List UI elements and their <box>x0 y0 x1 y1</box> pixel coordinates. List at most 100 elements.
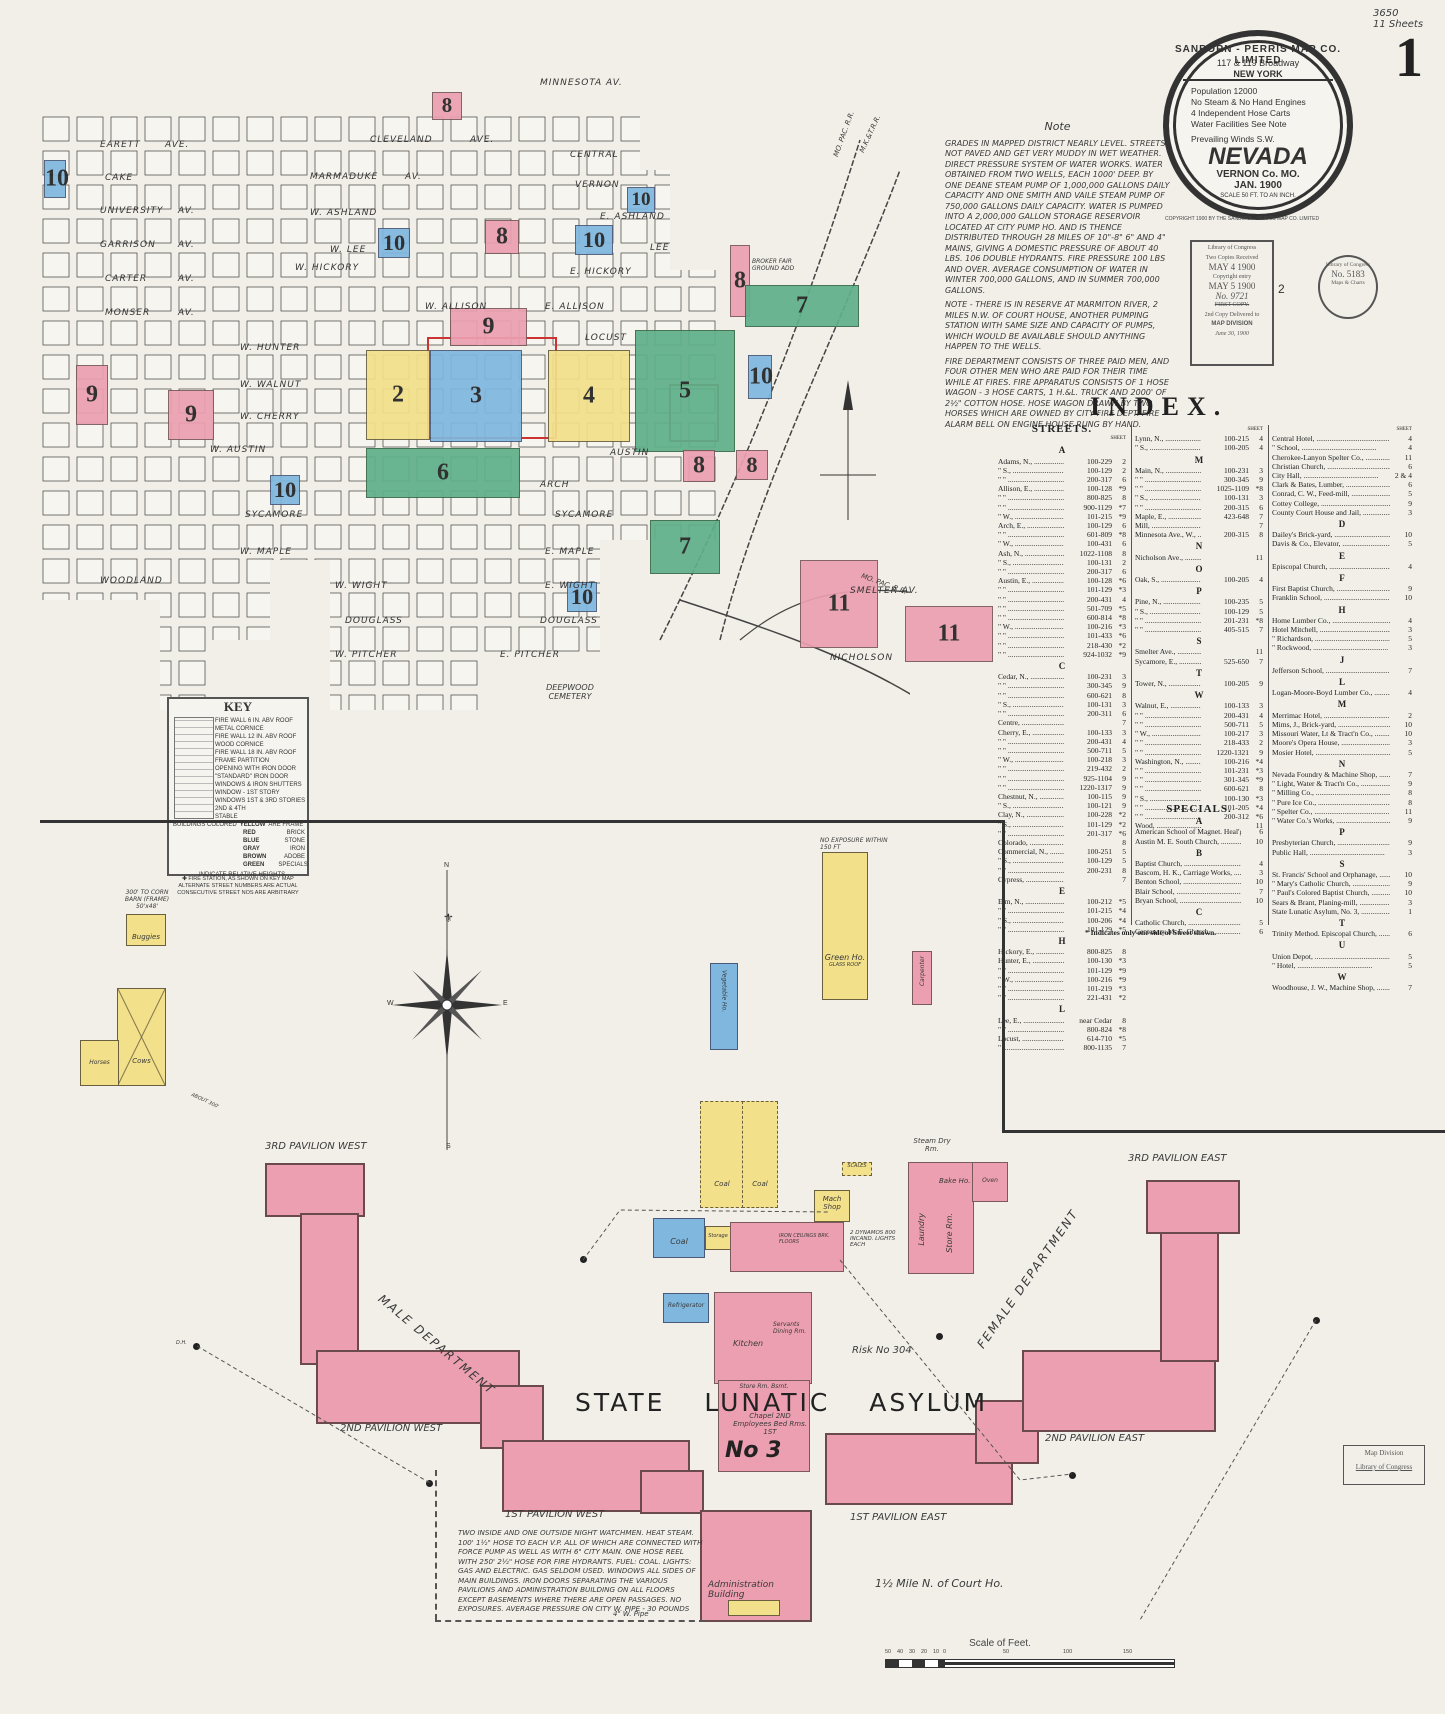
entry-sheet: 3 <box>1408 643 1412 653</box>
sheet-block-8[interactable]: 8 <box>683 450 715 482</box>
entry-sheet: 1 <box>1408 906 1412 916</box>
entry-sheet: 3 <box>1259 465 1263 475</box>
sheet-block-10[interactable]: 10 <box>270 475 300 505</box>
entry-sheet: 8 <box>1259 530 1263 540</box>
sheet-block-8[interactable]: 8 <box>736 450 768 480</box>
index-entry: " Milling Co., .........................… <box>1272 788 1412 797</box>
entry-sheet: 4 <box>1259 434 1263 444</box>
sheet-block-7[interactable]: 7 <box>650 520 720 574</box>
stamp-line: Library of Congress <box>1355 1463 1413 1471</box>
index-entry: Trinity Method. Episcopal Church, ......… <box>1272 929 1412 938</box>
entry-name: Cherokee-Lanyon Spelter Co., ...........… <box>1272 452 1390 462</box>
entry-sheet: 5 <box>1408 747 1412 757</box>
index-letter: F <box>1339 573 1345 584</box>
building-label: Buggies <box>131 933 161 941</box>
sheet-block-9[interactable]: 9 <box>450 308 527 346</box>
entry-name: " School, ..............................… <box>1272 443 1377 453</box>
sheet-block-9[interactable]: 9 <box>76 365 108 425</box>
sheet-block-8[interactable]: 8 <box>485 220 519 254</box>
index-entry: " " ....................................… <box>1135 738 1263 747</box>
entry-name: " " ....................................… <box>998 773 1064 783</box>
entry-range: 200-431 <box>1087 594 1112 604</box>
sheet-block-10[interactable]: 10 <box>748 355 773 399</box>
entry-range: 300-345 <box>1224 475 1249 485</box>
entry-sheet: 5 <box>1122 856 1126 866</box>
entry-name: State Lunatic Asylum, No. 3, ...........… <box>1272 906 1390 916</box>
sheet-block-10[interactable]: 10 <box>44 160 69 198</box>
street-label: AV. <box>405 172 422 182</box>
sheet-block-2[interactable]: 2 <box>366 350 430 440</box>
entry-range: 200-317 <box>1087 475 1112 485</box>
stamp-line: MAP DIVISION <box>1211 321 1253 327</box>
publisher-arc: SANBORN - PERRIS MAP CO. LIMITED <box>1174 44 1342 66</box>
streets-heading: STREETS. <box>1031 423 1093 435</box>
entry-name: " " ....................................… <box>998 649 1064 659</box>
steam-dry-room-label: Steam Dry Rm. <box>913 1137 951 1153</box>
sheet-block-9[interactable]: 9 <box>168 390 214 440</box>
sheet-block-6[interactable]: 6 <box>366 448 520 498</box>
index-letter: H <box>1338 604 1346 615</box>
sheet-block-10[interactable]: 10 <box>575 225 613 255</box>
hydrant-icon <box>1069 1472 1076 1479</box>
index-entry: " " ....................................… <box>998 774 1126 783</box>
sheet-block-7[interactable]: 7 <box>745 285 859 327</box>
sheet-block-11[interactable]: 11 <box>905 606 993 662</box>
entry-name: " " ....................................… <box>998 764 1064 774</box>
index-entry: Mims, J., Brick-yard, ..................… <box>1272 720 1412 729</box>
entry-range: 100-216 <box>1087 974 1112 984</box>
entry-range: 500-711 <box>1224 719 1249 729</box>
sheet-block-10[interactable]: 10 <box>378 228 410 258</box>
entry-name: " " ....................................… <box>1135 484 1201 494</box>
entry-sheet: 7 <box>1122 1043 1126 1053</box>
entry-sheet: 5 <box>1259 606 1263 616</box>
index-entry: " " ....................................… <box>998 493 1126 502</box>
entry-name: Public Hall, ...........................… <box>1272 847 1385 857</box>
index-entry: " " ....................................… <box>998 764 1126 773</box>
index-entry: " " ....................................… <box>1135 503 1263 512</box>
entry-name: " Water Co.'s Works, ...................… <box>1272 815 1390 825</box>
index-letter: N <box>1338 758 1346 769</box>
sheet-block-10[interactable]: 10 <box>567 582 597 612</box>
entry-range: 101-231 <box>1224 765 1249 775</box>
sheet-block-4[interactable]: 4 <box>548 350 630 442</box>
sheet-block-number: 10 <box>570 584 594 609</box>
street-label: ARCH <box>540 480 570 490</box>
color-meaning: STONE <box>284 838 305 844</box>
entry-name: " " ....................................… <box>998 640 1064 650</box>
sheet-block-3[interactable]: 3 <box>430 350 522 442</box>
index-letter: H <box>1058 935 1066 946</box>
entry-range: 600-814 <box>1087 613 1112 623</box>
entry-range: 100-431 <box>1087 539 1112 549</box>
entry-sheet: *4 <box>1255 802 1264 812</box>
entry-range: 200-311 <box>1087 709 1112 719</box>
sheet-block-11[interactable]: 11 <box>800 560 878 648</box>
entry-name: " " ....................................… <box>1135 615 1201 625</box>
sheet-block-8[interactable]: 8 <box>432 92 462 120</box>
entry-sheet: 4 <box>1408 615 1412 625</box>
street-label: W. ALLISON <box>425 302 488 312</box>
entry-sheet: 10 <box>1255 877 1264 887</box>
index-entry: " " ....................................… <box>1135 484 1263 493</box>
index-entry: " " ....................................… <box>998 709 1126 718</box>
entry-range: 301-345 <box>1224 775 1249 785</box>
street-label: NICHOLSON <box>830 653 894 663</box>
entry-sheet: 3 <box>1259 729 1263 739</box>
building-label: Carpenter <box>918 956 926 987</box>
note-fire-department: Fire Department consists of three paid m… <box>945 356 1170 429</box>
buggies-building: Buggies <box>126 914 166 946</box>
index-entry: Arch, E., ..............................… <box>998 521 1126 530</box>
sheet-block-number: 10 <box>382 230 406 255</box>
index-entry: " " ....................................… <box>998 1025 1126 1034</box>
colors-intro: BUILDINGS COLORED <box>173 822 237 828</box>
sheet-block-10[interactable]: 10 <box>627 187 655 213</box>
sheet-block-5[interactable]: 5 <box>635 330 735 452</box>
entry-name: " " ....................................… <box>1135 625 1201 635</box>
index-entry: " " ....................................… <box>1135 625 1263 634</box>
entry-range: 100-218 <box>1087 755 1112 765</box>
entry-name: " " ....................................… <box>1135 747 1201 757</box>
street-label: W. WIGHT <box>335 581 388 591</box>
street-label: LOCUST <box>585 333 627 343</box>
